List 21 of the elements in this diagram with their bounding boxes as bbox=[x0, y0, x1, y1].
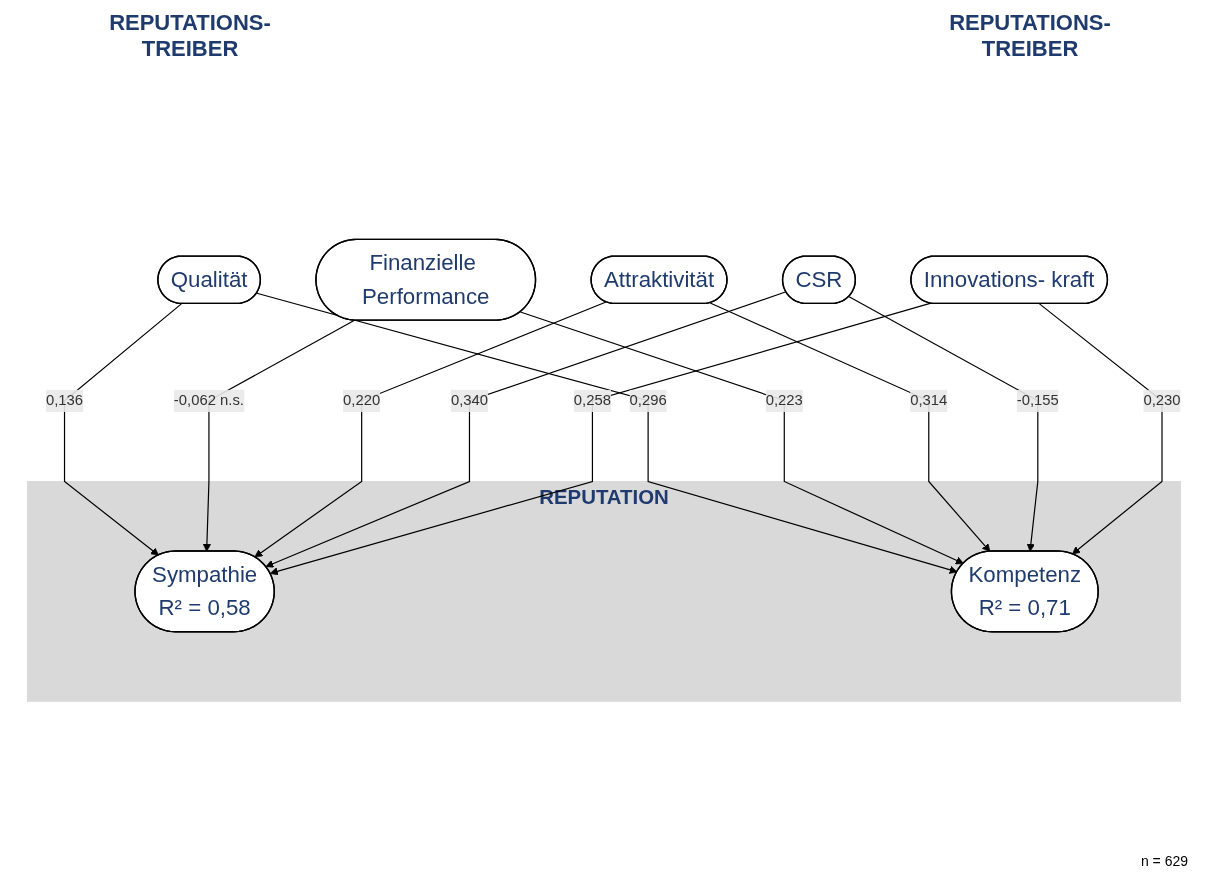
edge-label: 0,220 bbox=[343, 392, 381, 408]
arrow bbox=[202, 319, 355, 552]
arrow bbox=[254, 301, 607, 558]
edge-label: 0,314 bbox=[910, 392, 948, 408]
edge-label: 0,230 bbox=[1143, 392, 1181, 408]
column-heading: REPUTATIONS- TREIBER bbox=[948, 10, 1112, 62]
edge-label: -0,062 n.s. bbox=[173, 392, 244, 408]
edge-label: -0,155 bbox=[1016, 392, 1059, 408]
sample-size-note: n = 629 bbox=[1140, 853, 1188, 869]
arrow bbox=[1038, 302, 1163, 555]
edge-label: 0,223 bbox=[765, 392, 803, 408]
arrow bbox=[848, 295, 1039, 552]
edge-label: 0,296 bbox=[629, 392, 667, 408]
edge-label: 0,340 bbox=[450, 392, 489, 408]
arrow bbox=[519, 311, 964, 564]
column-heading: REPUTATIONS- TREIBER bbox=[108, 10, 272, 62]
edge-label: 0,136 bbox=[45, 392, 84, 408]
arrow bbox=[265, 290, 787, 568]
arrow bbox=[63, 302, 182, 556]
edge-label: 0,258 bbox=[573, 392, 611, 408]
arrow bbox=[709, 302, 991, 552]
